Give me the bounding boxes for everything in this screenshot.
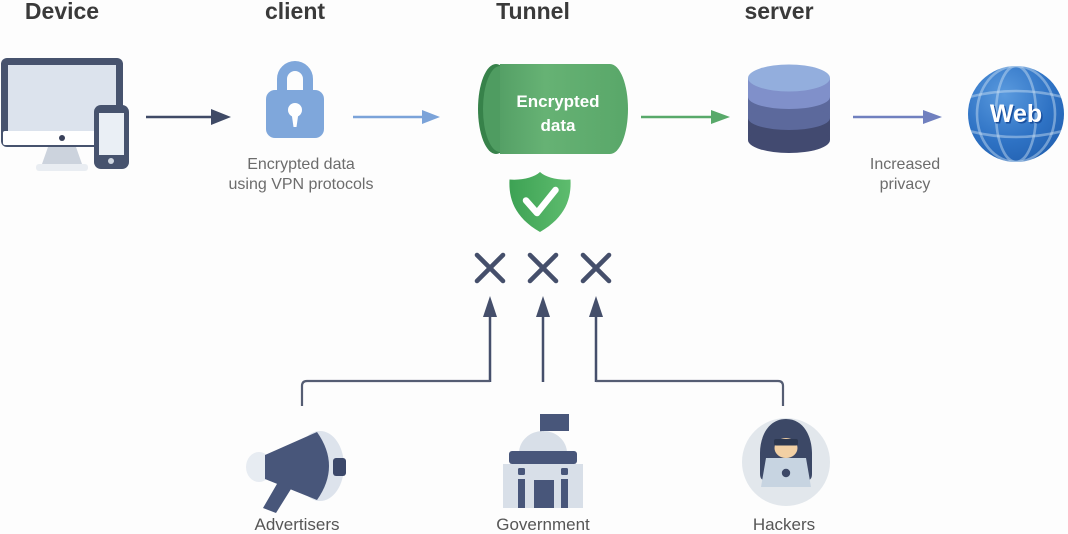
arrow-tunnel-to-server (641, 110, 730, 124)
advertisers-label: Advertisers (254, 515, 340, 534)
server-title: server (744, 0, 814, 24)
hooded-hacker-icon (742, 418, 830, 506)
device-title: Device (24, 0, 100, 24)
arrow-device-to-client (146, 109, 231, 125)
flag (543, 414, 569, 431)
x-mark-icons (474, 252, 612, 284)
web-caption-line2: privacy (879, 176, 931, 193)
web-caption: Increased privacy (870, 155, 940, 195)
roof (509, 451, 577, 464)
client-caption: Encrypted data using VPN protocols (229, 155, 374, 195)
elbow-lines (300, 379, 785, 406)
globe-icon: Web Web (968, 66, 1064, 162)
up-arrows (483, 296, 603, 382)
tunnel-label-line1: Encrypted (516, 92, 599, 111)
advertisers-elbow-line (300, 379, 490, 406)
desktop-and-phone-icon (1, 58, 129, 171)
hackers-label: Hackers (752, 515, 816, 534)
arrow-client-to-tunnel (353, 110, 440, 124)
government-label: Government (496, 515, 590, 534)
web-label-shadow: Web (991, 102, 1043, 130)
client-caption-line2: using VPN protocols (228, 176, 374, 193)
green-cylinder-tunnel-icon: Encrypted data (478, 64, 628, 154)
web-caption-line1: Increased (869, 156, 941, 173)
arrow-server-to-web (853, 110, 942, 124)
tunnel-label-line2: data (541, 116, 577, 135)
client-caption-line1: Encrypted data (247, 156, 355, 173)
laptop-logo (781, 468, 791, 478)
visor (774, 439, 798, 446)
dome (519, 431, 567, 453)
hackers-elbow-line (596, 379, 785, 406)
padlock-icon (266, 61, 324, 138)
shield-check-icon (509, 172, 571, 232)
database-stack-icon (748, 64, 830, 153)
checkmark-icon (522, 186, 559, 217)
megaphone-icon (246, 431, 346, 513)
web-label: Web (990, 100, 1042, 128)
government-building-icon (503, 414, 583, 508)
keyhole (288, 103, 302, 117)
block-connectors (300, 252, 785, 406)
door (534, 480, 554, 508)
tunnel-title: Tunnel (496, 0, 570, 24)
client-title: client (264, 0, 326, 24)
